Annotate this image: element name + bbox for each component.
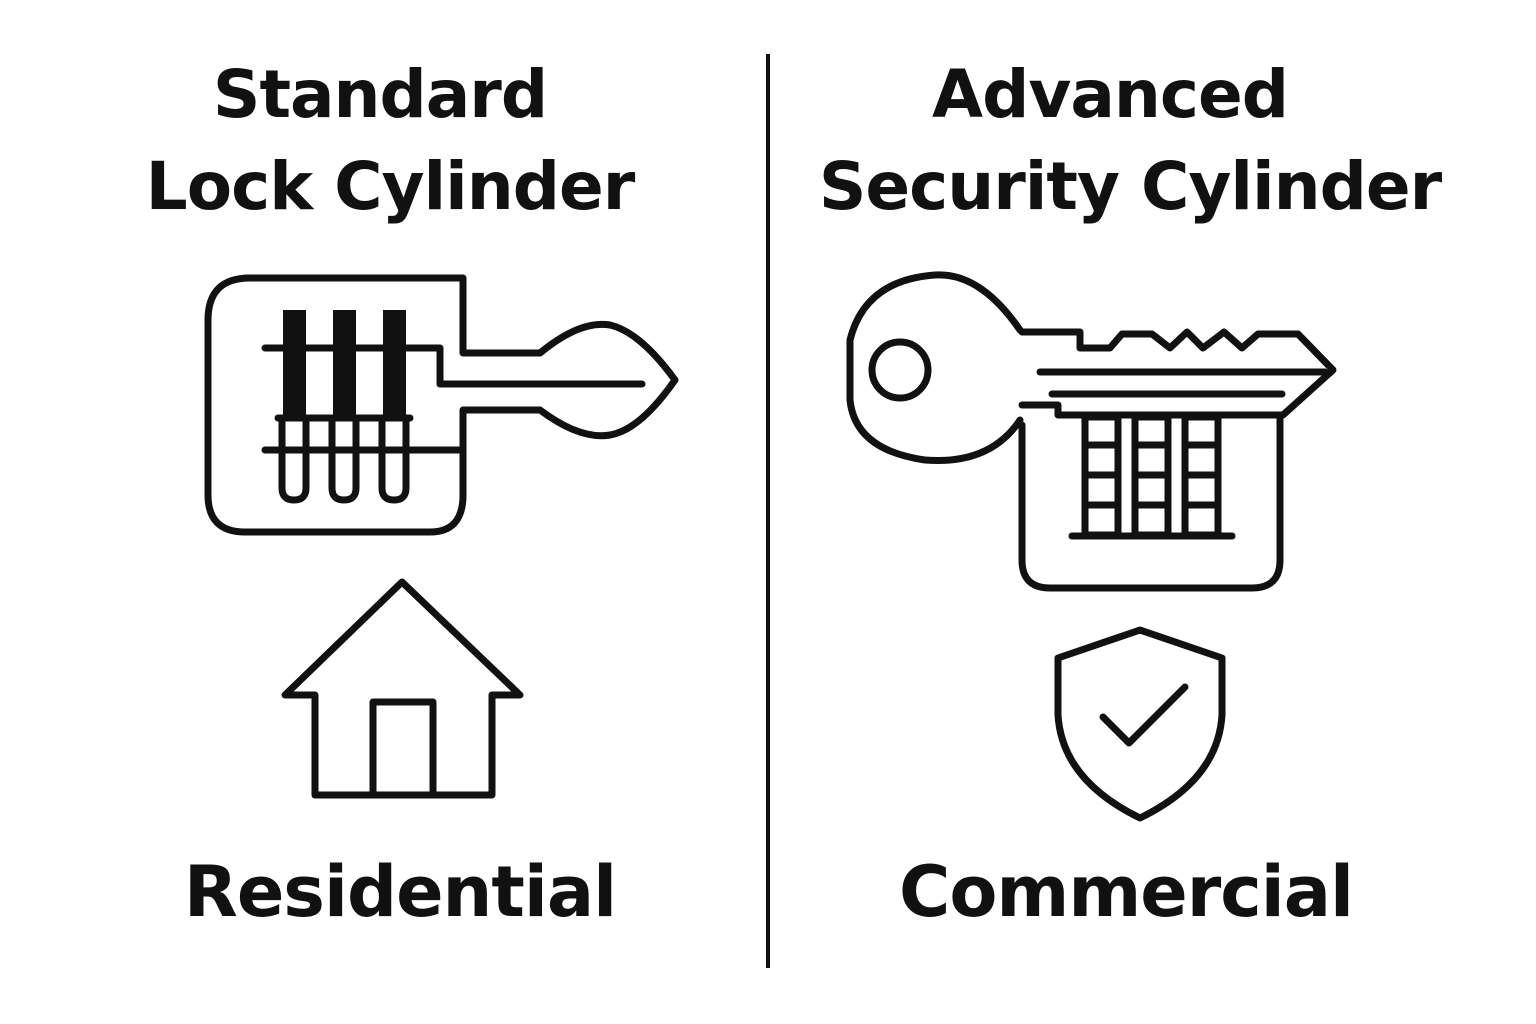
high-security-key-cylinder-icon — [846, 271, 1337, 592]
right-title-line2: Security Cylinder — [818, 148, 1442, 225]
house-icon — [281, 578, 524, 799]
left-title-line1: Standard — [212, 56, 548, 133]
right-category-label: Commercial — [898, 851, 1354, 933]
pin-tumbler-lock-icon — [204, 274, 679, 536]
right-title-line1: Advanced — [932, 56, 1289, 133]
panel-divider — [766, 54, 770, 968]
left-title-line2: Lock Cylinder — [145, 148, 636, 225]
shield-check-icon — [1054, 626, 1226, 822]
left-category-label: Residential — [183, 851, 617, 933]
